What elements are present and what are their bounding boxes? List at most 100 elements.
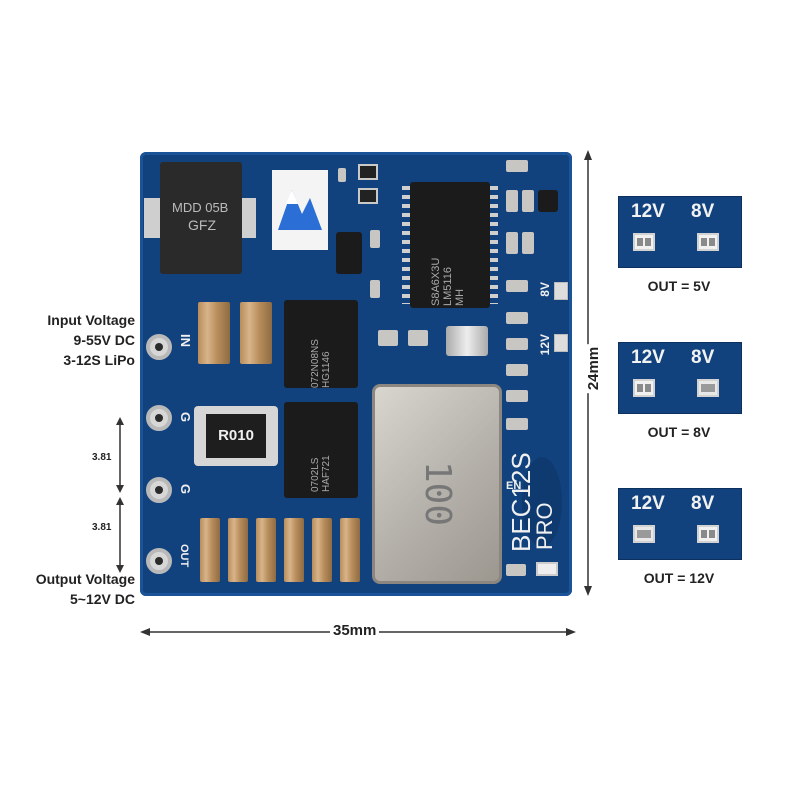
shunt-body: R010 [206,414,266,458]
smd-part [506,338,528,350]
pin-label-g2: G [178,484,193,495]
smd-capacitor [370,280,380,298]
output-capacitor [312,518,332,582]
product-name: BEC12S [506,452,536,552]
smd-capacitor [370,230,380,248]
diode-chip: MDD 05B GFZ [160,162,242,274]
ic-markings: S8A6X3U LM5116 MH [430,186,466,306]
inductor-mark: 100 [417,460,459,527]
smd-part [408,330,428,346]
thumb-label-8v: 8V [691,347,715,368]
brand-logo [272,170,328,250]
input-capacitor [240,302,272,364]
jumper-thumb: 12V 8V [618,488,742,560]
output-capacitor [284,518,304,582]
thumb-label-12v: 12V [631,493,665,514]
input-voltage-range: 9-55V DC [73,332,135,348]
diode-mark-1: MDD 05B [172,200,229,215]
controller-ic: S8A6X3U LM5116 MH [410,182,490,308]
output-capacitor [256,518,276,582]
jumper-setting-8v: 12V 8V OUT = 8V [618,342,742,440]
jumper-12v-open [633,379,655,397]
smd-resistor [358,164,378,180]
en-pad [522,457,562,547]
mosfet-top-mark-2: HG1146 [321,351,332,388]
diode-lead-left [144,198,164,238]
mosfet-top-mark-1: 072N08NS [310,339,321,388]
jumper-thumb: 12V 8V [618,196,742,268]
jumper-8v-bridged [697,379,719,397]
board-jumper-12v [554,334,568,352]
board-jumper-8v [554,282,568,300]
smd-part [522,232,534,254]
pin-label-out: OUT [178,544,190,568]
jumper-setting-12v: 12V 8V OUT = 12V [618,488,742,586]
en-label: EN [506,480,522,492]
output-capacitor [200,518,220,582]
pad-g1 [146,405,172,431]
input-voltage-cells: 3-12S LiPo [63,352,135,368]
small-transistor [336,232,362,274]
pad-out [146,548,172,574]
smd-part [506,390,528,402]
thumb-label-12v: 12V [631,347,665,368]
pitch-dimension-lines [116,417,124,573]
smd-resistor [358,188,378,204]
bec-circuit-board: IN G G OUT MDD 05B GFZ S8A6X3U LM5116 MH [140,152,572,596]
smd-part [506,190,518,212]
pin-label-in: IN [178,334,193,347]
smd-part [506,418,528,430]
thumb-label-8v: 8V [691,201,715,222]
power-inductor: 100 [372,384,502,584]
jumper-thumb: 12V 8V [618,342,742,414]
smd-part [506,160,528,172]
smd-part [506,280,528,292]
jumper-caption: OUT = 8V [647,424,711,440]
ic-mark-2: LM5116 [442,267,454,306]
smd-part [338,168,346,182]
smd-part [378,330,398,346]
mountain-logo-icon [278,190,322,230]
mosfet-bottom-mark-1: 0702LS [310,457,321,492]
smd-part [506,312,528,324]
ic-mark-1: S8A6X3U [430,257,442,306]
mosfet-bottom-marks: 0702LS HAF721 [310,402,332,492]
pin-label-g1: G [178,412,193,423]
output-voltage-range: 5~12V DC [70,591,135,607]
smd-part [522,190,534,212]
diode-mark-2: GFZ [188,217,216,233]
thumb-label-12v: 12V [631,201,665,222]
board-jumper-label-8v: 8V [538,282,552,297]
jumper-12v-open [633,233,655,251]
pitch-label-2: 3.81 [92,522,112,533]
jumper-8v-open [697,233,719,251]
smd-part [506,232,518,254]
pad-g2 [146,477,172,503]
smd-capacitor-large [446,326,488,356]
shunt-resistor: R010 [194,406,278,466]
smd-part [538,190,558,212]
mosfet-bottom-mark-2: HAF721 [321,455,332,492]
jumper-8v-open [697,525,719,543]
jumper-caption: OUT = 5V [647,278,711,294]
jumper-setting-5v: 12V 8V OUT = 5V [618,196,742,294]
shunt-mark: R010 [218,427,254,444]
ic-mark-3: MH [454,288,466,306]
height-dimension-label: 24mm [585,343,603,394]
product-suffix: PRO [532,502,557,550]
width-dimension-label: 35mm [330,622,380,639]
mosfet-bottom: 0702LS HAF721 [284,402,358,498]
input-capacitor [198,302,230,364]
input-voltage-title: Input Voltage [47,312,135,328]
board-jumper-label-12v: 12V [538,334,552,356]
smd-part [506,564,526,576]
output-capacitor [228,518,248,582]
thumb-label-8v: 8V [691,493,715,514]
mosfet-top-marks: 072N08NS HG1146 [310,298,332,388]
output-capacitor [340,518,360,582]
jumper-12v-bridged [633,525,655,543]
mosfet-top: 072N08NS HG1146 [284,300,358,388]
smd-part [506,364,528,376]
jumper-caption: OUT = 12V [643,570,715,586]
led [536,562,558,576]
